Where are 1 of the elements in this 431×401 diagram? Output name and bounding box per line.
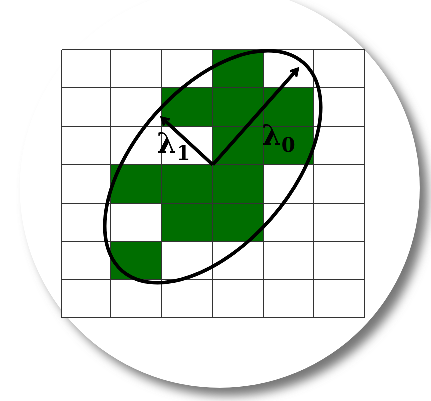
eigenvalue-label: λ$_{0}$ xyxy=(262,122,296,150)
